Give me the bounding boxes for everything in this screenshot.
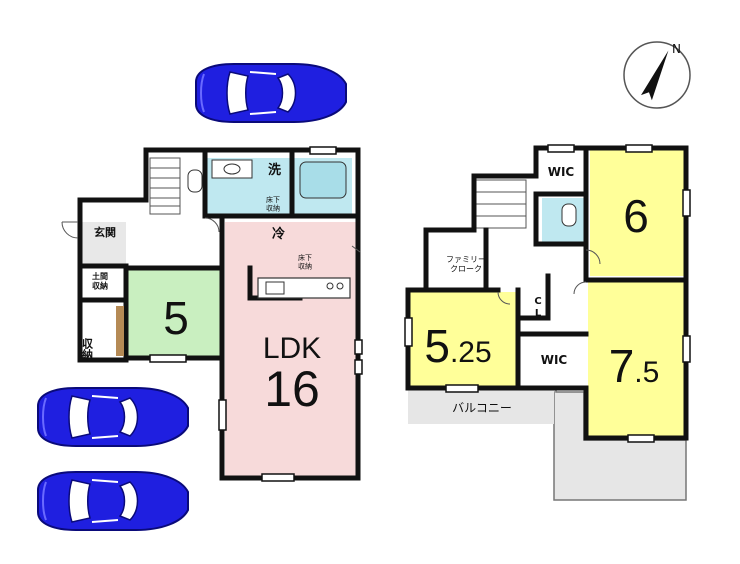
entrance-label: 玄関 — [94, 225, 116, 239]
room-6-size: 6 — [623, 190, 649, 242]
ldk-size: 16 — [264, 361, 320, 417]
room-5-25-size: 5.25 — [424, 320, 491, 372]
car-icon — [195, 63, 347, 123]
first-floor: 玄関 土間収納 収納 洗 床下収納 冷 床下収納 5 LDK 16 — [61, 146, 363, 482]
fridge-label: 冷 — [272, 226, 285, 242]
room-5-size: 5 — [163, 292, 189, 344]
underfloor-storage-kitchen-label: 床下収納 — [298, 253, 312, 270]
wic-top-label: WIC — [548, 165, 575, 179]
storage-label: 収納 — [81, 338, 94, 361]
wic-bottom-label: WIC — [541, 353, 568, 367]
parking-car-middle — [37, 387, 189, 447]
parking-car-bottom — [37, 471, 189, 531]
family-closet-label: ファミリークローク — [446, 255, 486, 274]
compass-north-label: N — [672, 42, 681, 56]
compass: N — [623, 41, 691, 109]
underfloor-storage-wash-label: 床下収納 — [266, 195, 280, 212]
doma-storage-label: 土間収納 — [92, 271, 108, 291]
car-icon — [37, 471, 189, 531]
parking-car-top — [195, 63, 347, 123]
ldk-label: LDK — [263, 332, 321, 365]
washroom-label: 洗 — [268, 162, 281, 178]
balcony-label: バルコニー — [452, 401, 512, 415]
room-7-5-size: 7.5 — [609, 340, 660, 392]
car-icon — [37, 387, 189, 447]
